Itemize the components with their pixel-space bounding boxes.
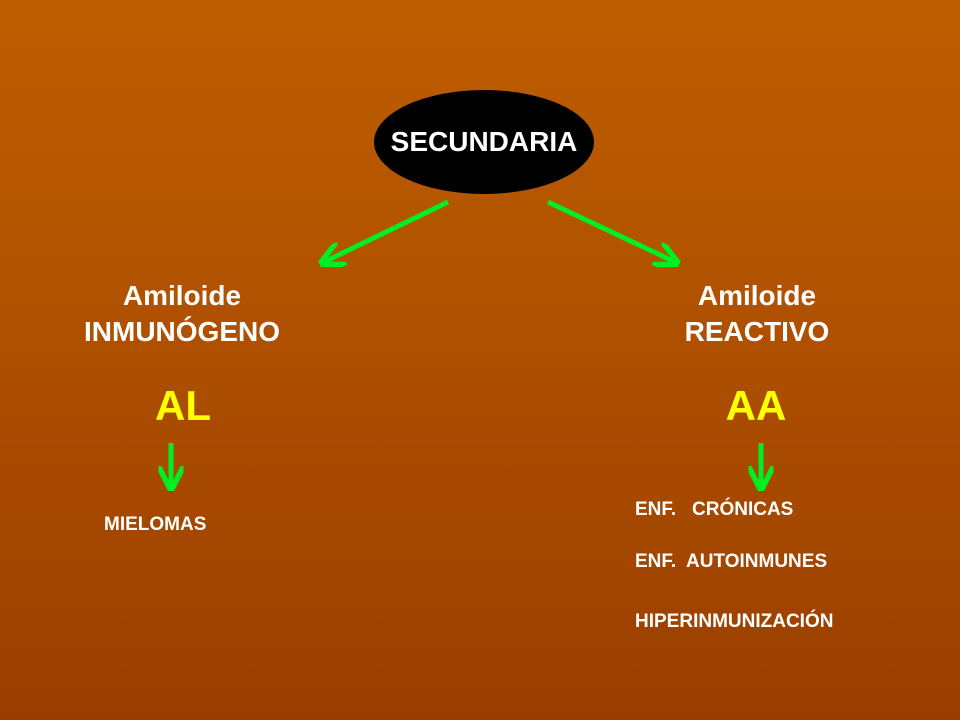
right-item-0: ENF. CRÓNICAS <box>635 499 794 520</box>
right-branch-title: Amiloide REACTIVO <box>685 278 830 350</box>
right-title-line2: REACTIVO <box>684 316 830 347</box>
left-code: AL <box>155 382 211 429</box>
arrow-root-to-right <box>546 199 675 262</box>
right-item-2: HIPERINMUNIZACIÓN <box>635 611 834 632</box>
arrow-root-to-left <box>324 199 450 262</box>
right-code: AA <box>725 382 787 429</box>
right-item-1: ENF. AUTOINMUNES <box>635 551 828 572</box>
left-title-line2: INMUNÓGENO <box>84 316 280 347</box>
root-label: SECUNDARIA <box>390 126 578 157</box>
left-branch-title: Amiloide INMUNÓGENO <box>84 278 280 350</box>
root-node: SECUNDARIA <box>374 90 594 194</box>
left-item-0: MIELOMAS <box>104 514 207 535</box>
right-title-line1: Amiloide <box>697 280 817 311</box>
left-title-line1: Amiloide <box>122 280 242 311</box>
